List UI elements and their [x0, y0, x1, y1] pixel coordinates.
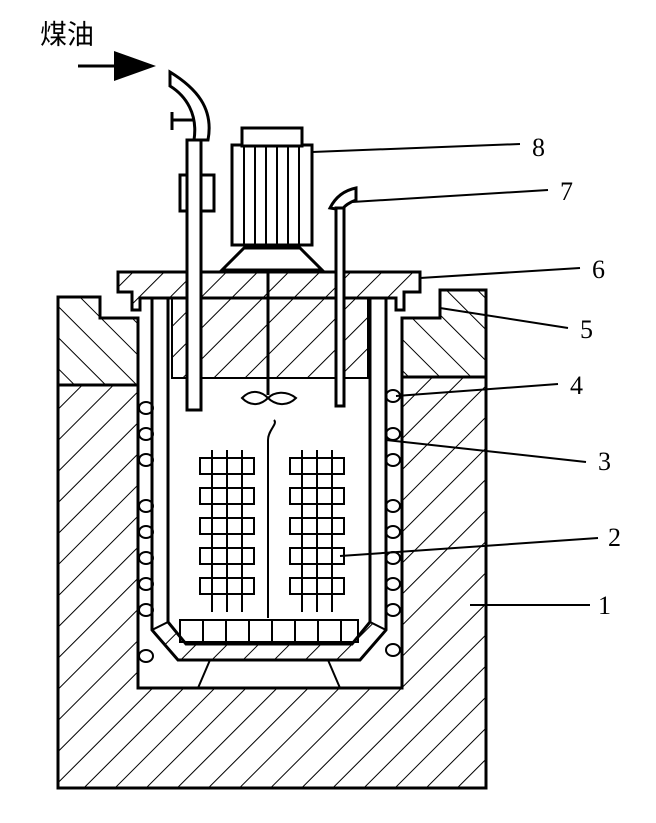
callout-8: 8 — [532, 133, 545, 162]
furnace-body — [56, 375, 488, 790]
stirrer-motor — [218, 126, 326, 405]
callout-7: 7 — [560, 177, 573, 206]
exhaust-pipe — [327, 186, 358, 408]
retort — [150, 298, 388, 689]
kerosene-inlet-pipe — [168, 69, 216, 412]
callout-5: 5 — [580, 315, 593, 344]
heating-coils — [138, 389, 401, 663]
leader-lines — [311, 143, 599, 606]
parts-rack — [179, 419, 359, 643]
callout-3: 3 — [598, 447, 611, 476]
inlet-label: 煤油 — [40, 20, 94, 51]
callout-6: 6 — [592, 255, 605, 284]
callout-1: 1 — [598, 591, 611, 620]
callout-4: 4 — [570, 371, 583, 400]
callout-2: 2 — [608, 523, 621, 552]
